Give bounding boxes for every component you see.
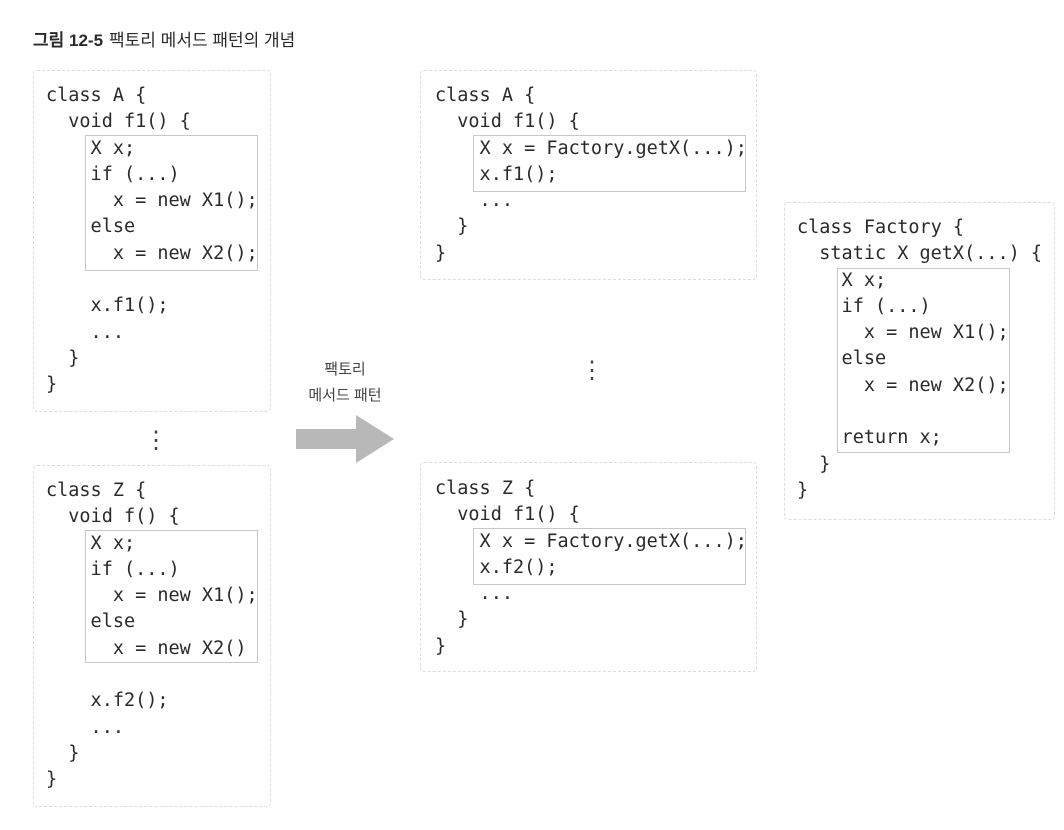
figure-title: 그림 12-5 팩토리 메서드 패턴의 개념: [33, 26, 295, 51]
after-class-a-code: class A { void f1() { X x = Factory.getX…: [435, 85, 747, 264]
before-class-a-code: class A { void f1() { X x; if (...) x = …: [46, 85, 258, 396]
transform-arrow-icon: [296, 415, 394, 463]
arrow-label-line1: 팩토리: [324, 361, 366, 378]
factory-creation-block: [837, 268, 1010, 453]
before-class-z-creation-block: [85, 530, 258, 663]
after-class-a-panel: [420, 70, 757, 280]
after-class-a-factory-call: [473, 135, 746, 192]
after-class-z-panel: [420, 462, 757, 672]
factory-class-code: class Factory { static X getX(...) { X x…: [797, 217, 1043, 501]
after-vertical-ellipsis: ⋮: [580, 356, 604, 384]
before-class-a-creation-block: [85, 135, 258, 271]
figure-caption: 팩토리 메서드 패턴의 개념: [109, 31, 296, 50]
before-class-a-panel: [33, 70, 271, 412]
after-class-z-factory-call: [473, 528, 746, 585]
before-vertical-ellipsis: ⋮: [144, 426, 168, 454]
figure-label: 그림 12-5: [33, 31, 104, 50]
arrow-label: 팩토리 메서드 패턴: [280, 357, 410, 409]
after-class-z-code: class Z { void f1() { X x = Factory.getX…: [435, 478, 747, 657]
arrow-label-line2: 메서드 패턴: [308, 387, 382, 404]
before-class-z-code: class Z { void f() { X x; if (...) x = n…: [46, 480, 258, 791]
before-class-z-panel: [33, 465, 271, 807]
